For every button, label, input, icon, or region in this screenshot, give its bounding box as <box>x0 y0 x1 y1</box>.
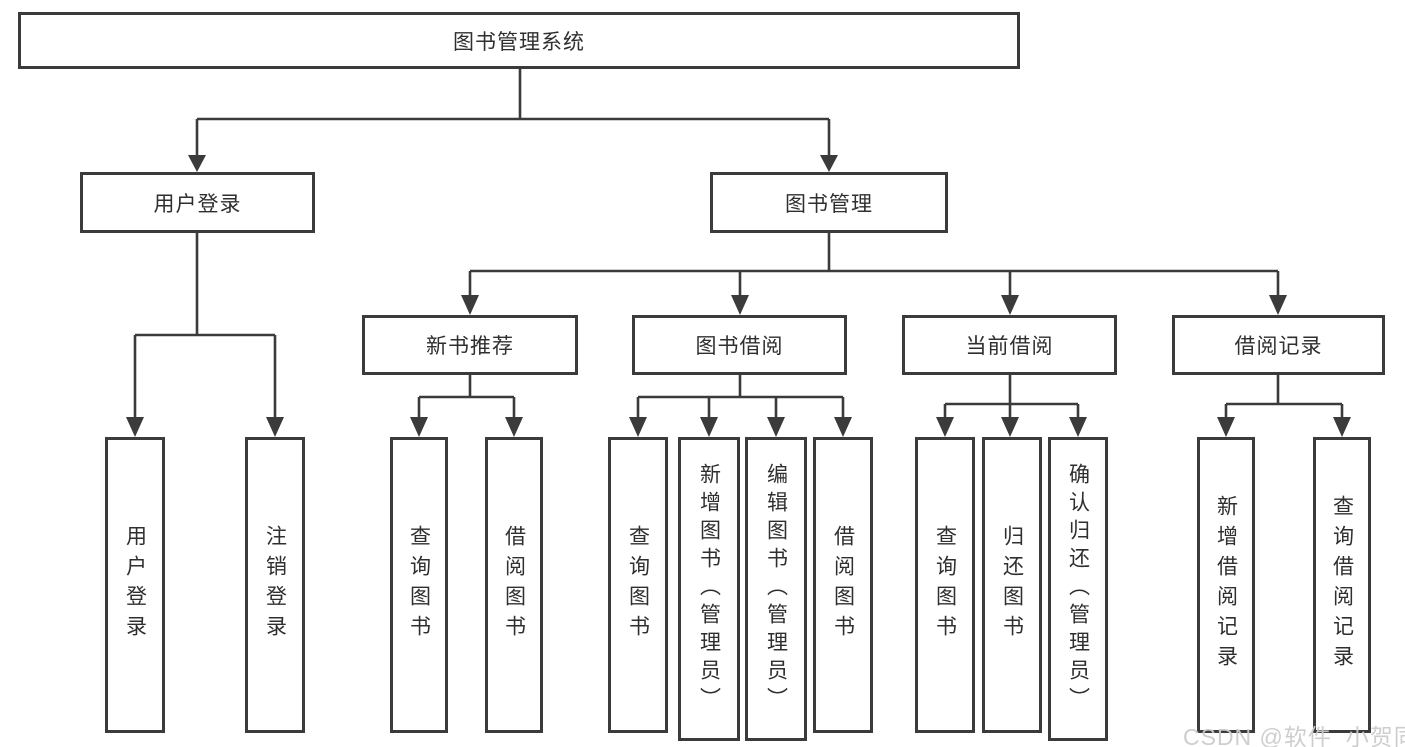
connector-records-to-leaves <box>1217 375 1351 437</box>
node-library-system: 图书管理系统 <box>18 12 1020 69</box>
connector-root-to-level2 <box>188 68 838 172</box>
node-book-borrow: 图书借阅 <box>632 315 847 375</box>
leaf-records-query-record: 查询借阅记录 <box>1313 437 1371 733</box>
connector-login-to-leaves <box>126 233 284 437</box>
leaf-current-query-books: 查询图书 <box>915 437 975 733</box>
leaf-user-login: 用户登录 <box>105 437 165 733</box>
csdn-watermark: CSDN @软件_小贺同学 <box>1183 724 1405 747</box>
node-user-login: 用户登录 <box>80 172 315 233</box>
leaf-newrec-query-books: 查询图书 <box>390 437 448 733</box>
connector-newrec-to-leaves <box>410 375 523 437</box>
leaf-borrow-query-books: 查询图书 <box>608 437 668 733</box>
connector-current-to-leaves <box>936 375 1087 437</box>
node-current-borrow: 当前借阅 <box>902 315 1117 375</box>
leaf-borrow-edit-books-admin: 编辑图书（管理员） <box>745 437 807 741</box>
leaf-logout: 注销登录 <box>245 437 305 733</box>
leaf-newrec-borrow-books: 借阅图书 <box>485 437 543 733</box>
node-new-book-recommend: 新书推荐 <box>362 315 578 375</box>
connector-mgmt-to-level3 <box>461 233 1287 315</box>
leaf-borrow-add-books-admin: 新增图书（管理员） <box>678 437 740 741</box>
leaf-borrow-borrow-books: 借阅图书 <box>813 437 873 733</box>
connector-borrow-to-leaves <box>629 375 852 437</box>
leaf-records-add-record: 新增借阅记录 <box>1197 437 1255 733</box>
node-book-management: 图书管理 <box>710 172 948 233</box>
leaf-current-return-books: 归还图书 <box>982 437 1042 733</box>
leaf-current-confirm-return-admin: 确认归还（管理员） <box>1048 437 1108 741</box>
node-borrow-records: 借阅记录 <box>1172 315 1385 375</box>
